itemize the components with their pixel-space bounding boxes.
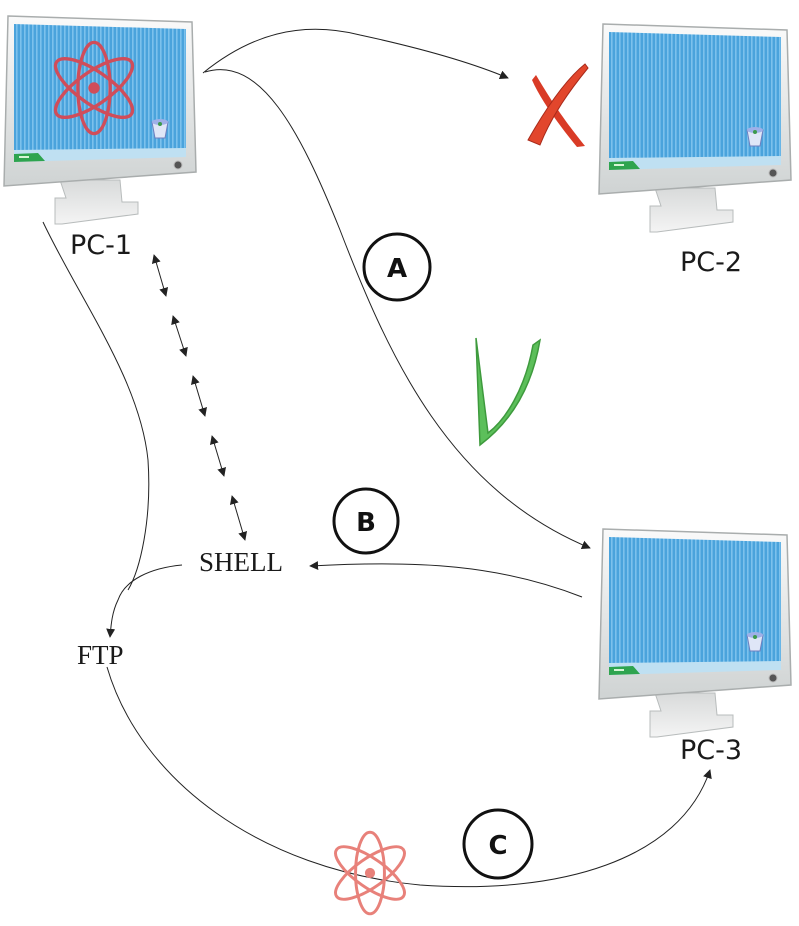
pc-1-label: PC-1 xyxy=(70,230,132,261)
monitor-icon xyxy=(598,528,792,738)
monitor-icon xyxy=(598,23,792,233)
line-pc1-to-ftp xyxy=(42,221,150,591)
pc-3-label: PC-3 xyxy=(680,735,742,766)
pc-1-monitor xyxy=(3,15,197,225)
double-arrow xyxy=(191,375,207,417)
arrow-pc3-to-shell xyxy=(309,561,583,598)
arrow-pc1-to-pc3 xyxy=(204,69,591,550)
ftp-node-label: FTP xyxy=(77,640,124,670)
step-b-badge: B xyxy=(332,487,400,555)
pc-3-monitor xyxy=(598,528,792,738)
success-check-icon xyxy=(475,337,542,447)
arrow-shell-to-ftp xyxy=(106,564,183,638)
atom-payload-icon xyxy=(326,830,414,916)
shell-node-label: SHELL xyxy=(199,547,283,577)
arrow-pc1-to-pc2 xyxy=(202,28,509,80)
step-a-letter: A xyxy=(387,254,407,284)
pc-2-monitor xyxy=(598,23,792,233)
pc1-shell-bidirectional-link xyxy=(151,254,248,541)
double-arrow xyxy=(151,254,169,297)
step-c-badge: C xyxy=(462,808,534,880)
double-arrow xyxy=(171,315,188,357)
arrow-ftp-to-pc3 xyxy=(106,666,712,888)
pc-2-label: PC-2 xyxy=(680,247,742,278)
fail-x-icon xyxy=(527,63,589,147)
double-arrow xyxy=(210,435,226,477)
step-a-badge: A xyxy=(362,232,432,302)
double-arrow xyxy=(229,495,248,541)
step-b-letter: B xyxy=(356,508,376,538)
step-c-letter: C xyxy=(488,831,507,861)
